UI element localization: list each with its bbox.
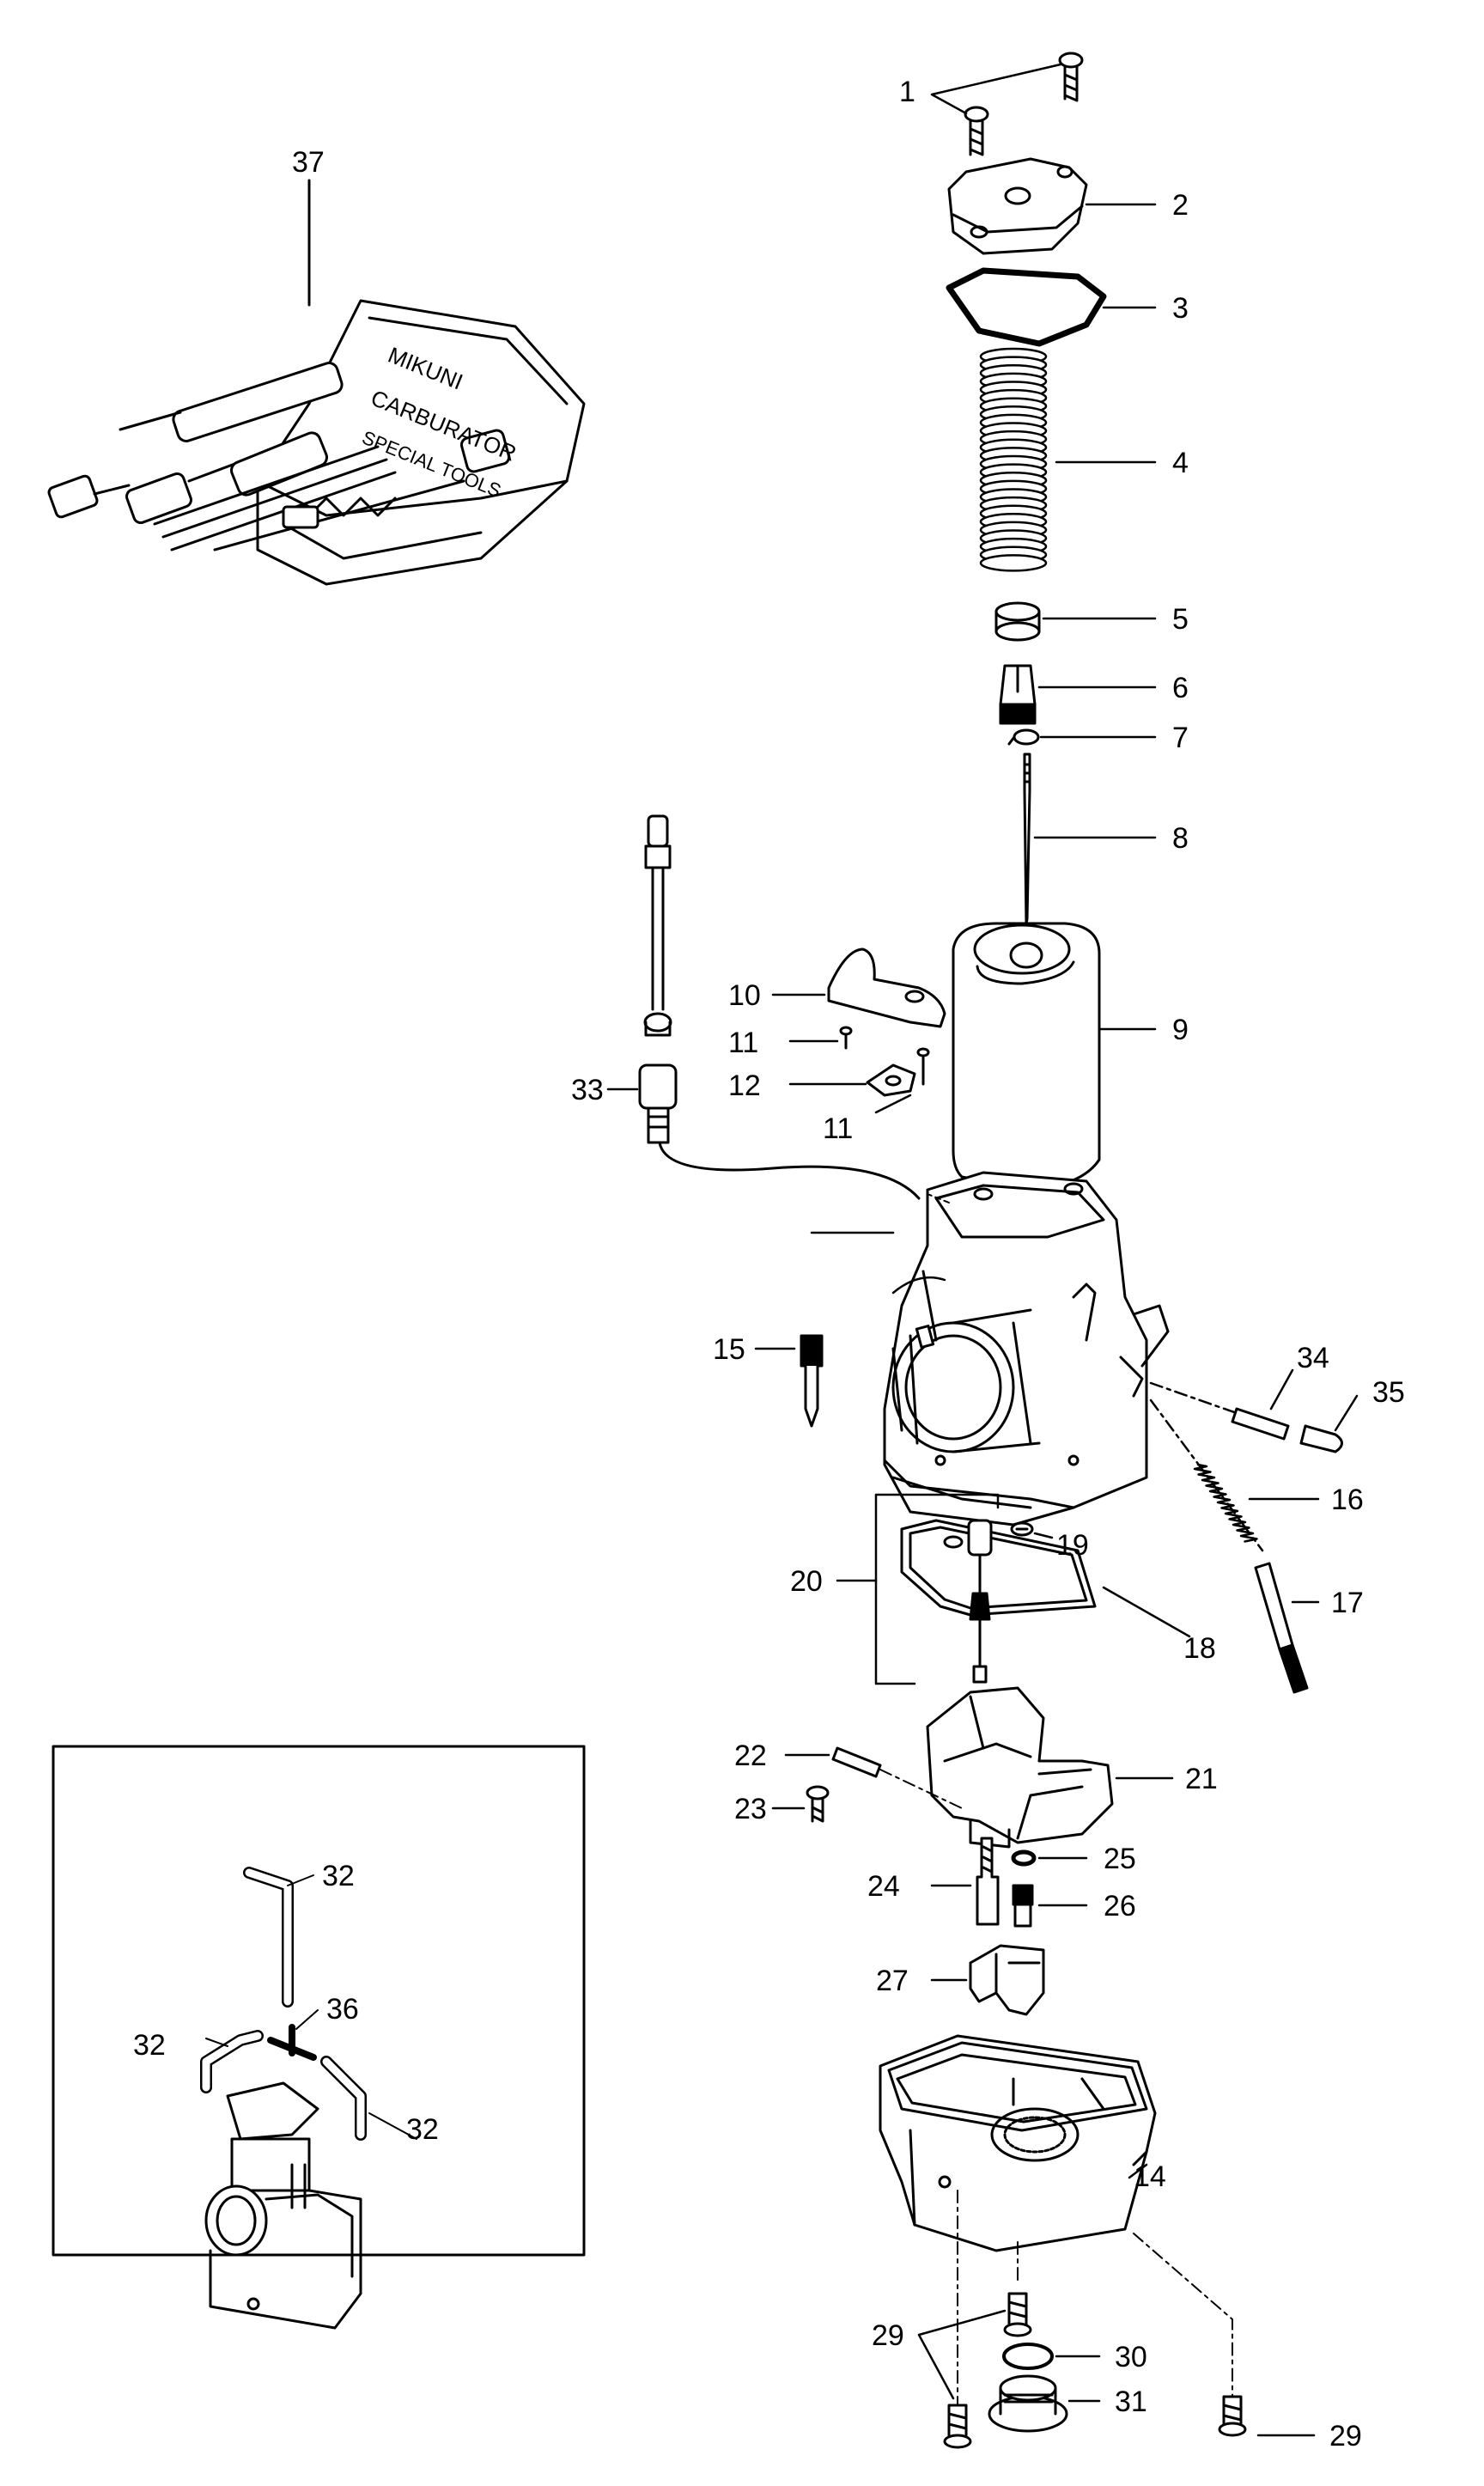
float-bowl-part-14 — [879, 2034, 1157, 2252]
callout-4: 4 — [1172, 447, 1189, 479]
callout-24: 24 — [867, 1870, 900, 1903]
valve-part-24 — [976, 1837, 1000, 1926]
cap-part-2 — [947, 157, 1088, 255]
callout-16: 16 — [1331, 1484, 1364, 1516]
leader-29 — [917, 2309, 1316, 2437]
callout-25: 25 — [1104, 1843, 1136, 1875]
screw-part-17 — [1254, 1562, 1309, 1694]
cap-part-35 — [1299, 1424, 1343, 1453]
callout-5: 5 — [1172, 603, 1189, 636]
leader-19 — [1033, 1532, 1054, 1539]
callout-9: 9 — [1172, 1014, 1189, 1046]
o-ring-part-30 — [1002, 2343, 1054, 2370]
jet-part-15 — [800, 1334, 824, 1428]
callout-11-bottom: 11 — [823, 1112, 853, 1145]
callout-29-left: 29 — [872, 2319, 904, 2352]
needle-jet-part-20 — [967, 1519, 993, 1684]
seat-part-26 — [1012, 1884, 1034, 1928]
callout-19: 19 — [1056, 1529, 1089, 1562]
leader-11 — [788, 1039, 912, 1114]
choke-part-33 — [638, 814, 921, 1200]
pin-part-22 — [831, 1746, 963, 1809]
holder-part-6 — [999, 664, 1037, 725]
float-part-21 — [926, 1686, 1114, 1849]
washer-part-25 — [1011, 1849, 1037, 1867]
callout-7: 7 — [1172, 722, 1189, 754]
callout-30: 30 — [1115, 2341, 1147, 2373]
tool-kit-illustration: MIKUNI CARBURATOR SPECIAL TOOLS — [47, 299, 586, 586]
screw-part-11 — [839, 1026, 930, 1086]
callout-2: 2 — [1172, 189, 1189, 222]
callout-20: 20 — [790, 1565, 823, 1598]
bracket-20 — [874, 1493, 1000, 1685]
inset-leaders — [205, 1874, 417, 2140]
plate-part-12 — [866, 1063, 916, 1097]
inset-callout-36: 36 — [326, 1993, 359, 2026]
clip-part-7 — [1007, 728, 1040, 746]
callout-33: 33 — [571, 1074, 604, 1106]
callout-15: 15 — [713, 1333, 745, 1366]
inset-box — [52, 1745, 586, 2330]
screw-part-1 — [964, 52, 1084, 156]
callout-22: 22 — [734, 1740, 767, 1772]
gasket-part-18 — [900, 1519, 1097, 1617]
block-part-27 — [969, 1944, 1045, 2016]
screw-part-23 — [806, 1785, 830, 1823]
callout-6: 6 — [1172, 672, 1189, 704]
callout-31: 31 — [1115, 2385, 1147, 2418]
needle-part-8 — [1023, 753, 1031, 925]
callout-10: 10 — [728, 979, 761, 1012]
leader-14 — [1128, 2163, 1148, 2179]
slide-part-9 — [952, 922, 1101, 1191]
callout-18: 18 — [1183, 1632, 1216, 1665]
callout-11-top: 11 — [728, 1027, 758, 1059]
callout-14: 14 — [1134, 2160, 1166, 2193]
seat-part-5 — [994, 601, 1041, 642]
plug-part-31 — [988, 2374, 1068, 2433]
callout-1: 1 — [899, 76, 915, 108]
callout-21: 21 — [1185, 1763, 1218, 1795]
callout-3: 3 — [1172, 292, 1189, 325]
gasket-part-3 — [946, 267, 1107, 347]
callout-37: 37 — [292, 146, 325, 179]
spring-part-16 — [1193, 1463, 1258, 1543]
bracket-part-10 — [827, 947, 946, 1028]
callout-8: 8 — [1172, 822, 1189, 855]
inset-callout-32-right: 32 — [406, 2113, 439, 2146]
callout-17: 17 — [1331, 1587, 1364, 1619]
inset-callout-32-top: 32 — [322, 1860, 355, 1892]
pin-part-34 — [1231, 1407, 1290, 1441]
callout-29-right: 29 — [1329, 2420, 1362, 2452]
spring-part-4 — [979, 347, 1048, 572]
inset-callout-32-left: 32 — [133, 2029, 166, 2062]
callout-34: 34 — [1297, 1342, 1329, 1374]
carburetor-body — [883, 1171, 1170, 1526]
screw-part-29 — [943, 2292, 1247, 2449]
callout-23: 23 — [734, 1793, 767, 1825]
ring-part-19 — [943, 1521, 1034, 1549]
callout-35: 35 — [1372, 1376, 1405, 1409]
callout-12: 12 — [728, 1069, 761, 1102]
callout-26: 26 — [1104, 1890, 1136, 1922]
leader-34-35 — [1269, 1368, 1359, 1432]
callout-27: 27 — [876, 1965, 909, 1997]
leader-18 — [1102, 1586, 1191, 1638]
leader-1 — [930, 63, 1062, 115]
